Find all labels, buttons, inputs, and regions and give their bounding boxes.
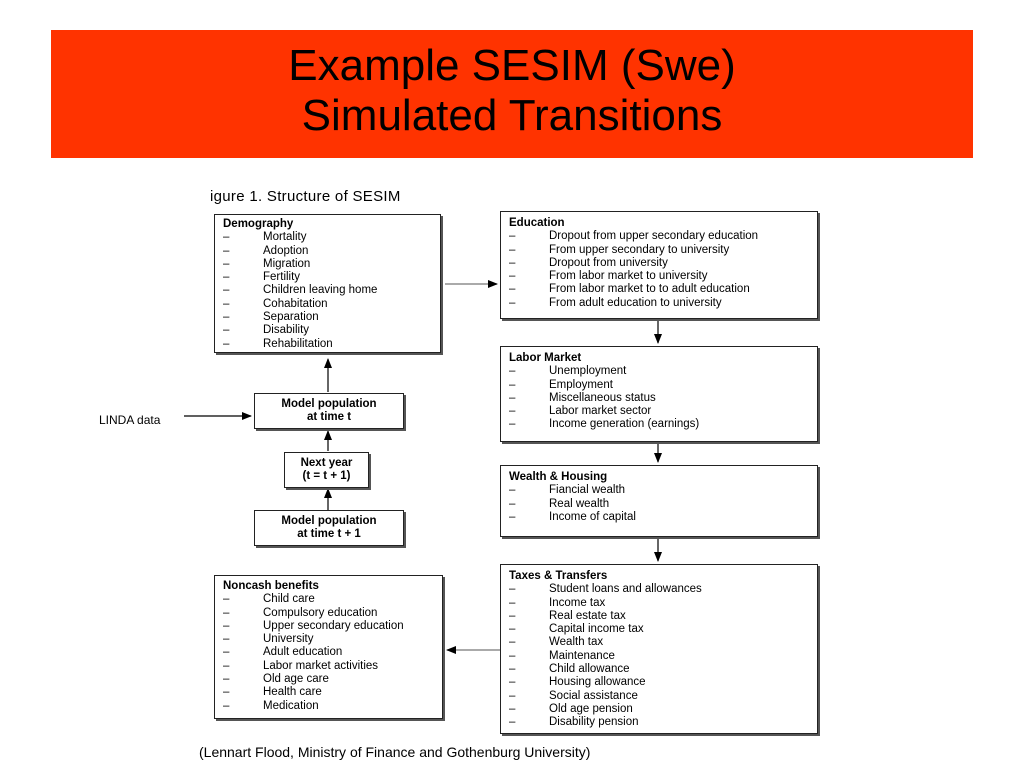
list-item: Cohabitation [223,298,440,312]
labor-market-list: Unemployment Employment Miscellaneous st… [509,365,817,432]
list-item: Child care [223,593,442,607]
list-item: Miscellaneous status [509,392,817,406]
labor-market-box: Labor Market Unemployment Employment Mis… [500,346,818,442]
labor-market-header: Labor Market [509,352,582,364]
taxes-transfers-box: Taxes & Transfers Student loans and allo… [500,564,818,734]
list-item: Old age pension [509,703,817,717]
list-item: Income of capital [509,511,817,525]
list-item: Fiancial wealth [509,484,817,498]
list-item: Compulsory education [223,607,442,621]
list-item: Disability [223,324,440,338]
list-item: Dropout from upper secondary education [509,230,817,244]
list-item: From upper secondary to university [509,244,817,258]
list-item: Mortality [223,231,440,245]
list-item: Adoption [223,245,440,259]
model-population-t1-line1: Model population [281,515,377,527]
list-item: Labor market sector [509,405,817,419]
list-item: Rehabilitation [223,338,440,352]
list-item: Social assistance [509,690,817,704]
list-item: Dropout from university [509,257,817,271]
list-item: From labor market to to adult education [509,283,817,297]
figure-caption: (Lennart Flood, Ministry of Finance and … [199,744,591,760]
list-item: From adult education to university [509,297,817,311]
taxes-transfers-header: Taxes & Transfers [509,570,608,582]
list-item: Employment [509,379,817,393]
demography-list: Mortality Adoption Migration Fertility C… [223,231,440,351]
linda-data-label: LINDA data [99,413,161,427]
slide-title-line-2: Simulated Transitions [301,91,723,140]
noncash-benefits-list: Child care Compulsory education Upper se… [223,593,442,713]
list-item: Fertility [223,271,440,285]
list-item: Student loans and allowances [509,583,817,597]
list-item: Health care [223,686,442,700]
slide-title-line-1: Example SESIM (Swe) [288,41,736,90]
list-item: Upper secondary education [223,620,442,634]
list-item: Adult education [223,646,442,660]
education-box: Education Dropout from upper secondary e… [500,211,818,319]
education-list: Dropout from upper secondary education F… [509,230,817,310]
wealth-housing-list: Fiancial wealth Real wealth Income of ca… [509,484,817,524]
list-item: Maintenance [509,650,817,664]
list-item: Real estate tax [509,610,817,624]
wealth-housing-box: Wealth & Housing Fiancial wealth Real we… [500,465,818,537]
list-item: Medication [223,700,442,714]
list-item: Unemployment [509,365,817,379]
list-item: Income tax [509,597,817,611]
list-item: Separation [223,311,440,325]
taxes-transfers-list: Student loans and allowances Income tax … [509,583,817,730]
list-item: Old age care [223,673,442,687]
education-header: Education [509,217,565,229]
model-population-t-line1: Model population [281,398,377,410]
list-item: University [223,633,442,647]
list-item: Child allowance [509,663,817,677]
next-year-line1: Next year [300,457,353,469]
list-item: Housing allowance [509,676,817,690]
model-population-t-box: Model population at time t [254,393,404,429]
list-item: Labor market activities [223,660,442,674]
list-item: Children leaving home [223,284,440,298]
wealth-housing-header: Wealth & Housing [509,471,608,483]
list-item: Real wealth [509,498,817,512]
list-item: From labor market to university [509,270,817,284]
next-year-box: Next year (t = t + 1) [284,452,369,488]
figure-title: igure 1. Structure of SESIM [210,188,401,205]
list-item: Migration [223,258,440,272]
demography-header: Demography [223,218,294,230]
demography-box: Demography Mortality Adoption Migration … [214,214,441,353]
list-item: Income generation (earnings) [509,418,817,432]
noncash-benefits-header: Noncash benefits [223,580,319,592]
noncash-benefits-box: Noncash benefits Child care Compulsory e… [214,575,443,719]
list-item: Disability pension [509,716,817,730]
model-population-t-line2: at time t [306,411,352,423]
next-year-line2: (t = t + 1) [302,470,351,482]
model-population-t1-line2: at time t + 1 [297,528,361,540]
model-population-t1-box: Model population at time t + 1 [254,510,404,546]
list-item: Wealth tax [509,636,817,650]
list-item: Capital income tax [509,623,817,637]
slide-title-banner: Example SESIM (Swe) Simulated Transition… [51,30,973,158]
